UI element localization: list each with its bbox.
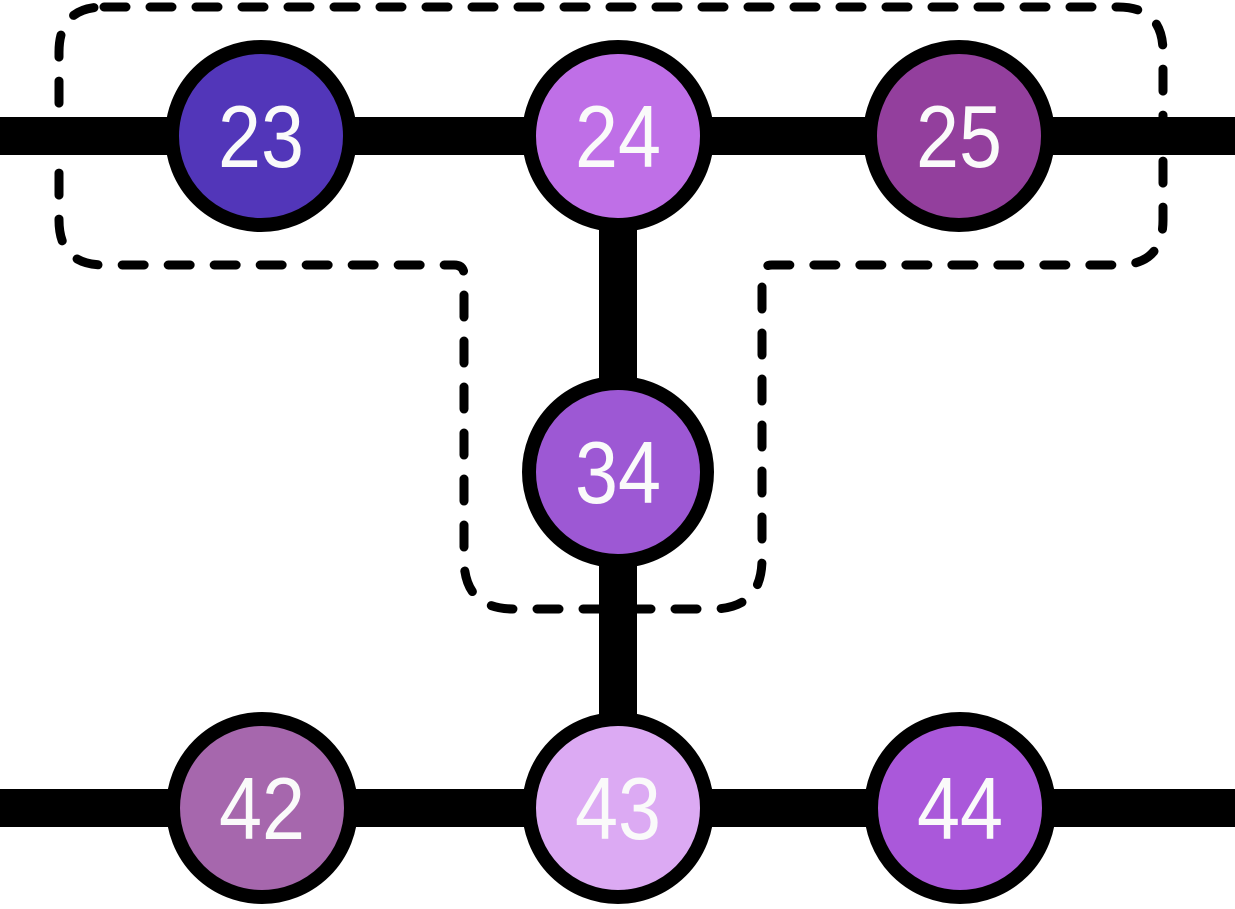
node-24-label: 24 bbox=[575, 87, 661, 186]
node-43: 43 bbox=[522, 712, 714, 904]
node-43-label: 43 bbox=[575, 759, 661, 858]
node-25-label: 25 bbox=[916, 87, 1002, 186]
node-24: 24 bbox=[522, 40, 714, 232]
node-34: 34 bbox=[522, 376, 714, 568]
node-44: 44 bbox=[864, 712, 1056, 904]
node-23: 23 bbox=[165, 40, 357, 232]
node-23-circle bbox=[165, 40, 357, 232]
node-34-circle bbox=[522, 376, 714, 568]
cluster-outline-dashed bbox=[54, 2, 1168, 614]
node-25: 25 bbox=[863, 40, 1055, 232]
node-44-circle bbox=[864, 712, 1056, 904]
node-42-label: 42 bbox=[219, 759, 305, 858]
node-43-circle bbox=[522, 712, 714, 904]
node-44-label: 44 bbox=[917, 759, 1003, 858]
node-34-label: 34 bbox=[575, 423, 661, 522]
node-25-circle bbox=[863, 40, 1055, 232]
node-42: 42 bbox=[166, 712, 358, 904]
node-23-label: 23 bbox=[218, 87, 304, 186]
node-42-circle bbox=[166, 712, 358, 904]
node-24-circle bbox=[522, 40, 714, 232]
